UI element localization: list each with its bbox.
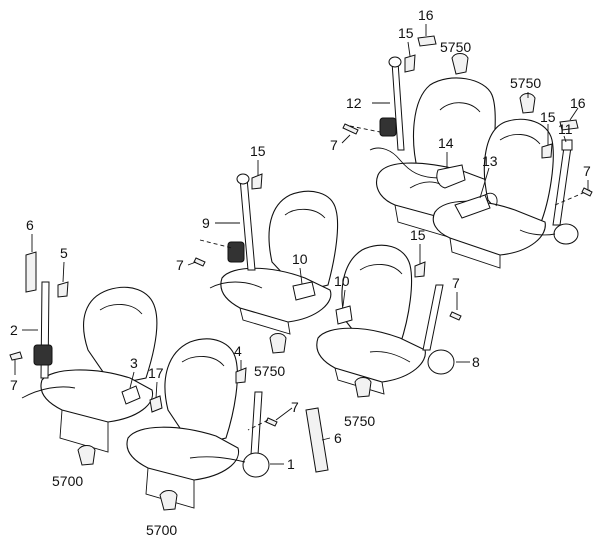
buckle-3 [121,385,141,405]
middle-right-seat-back [341,244,413,353]
label-16-right: 16 [570,95,586,111]
cover-15-mr [414,261,426,278]
cover-15-top [404,54,416,73]
front-right-seat-back [164,338,238,447]
buckle-14 [436,164,466,189]
front-right-seat-group [121,338,329,511]
label-7-a: 7 [330,137,338,153]
rear-right-seat-back [483,118,554,233]
anchor-5750-mr [354,377,372,398]
middle-seat-group [193,173,339,354]
buckle-17 [149,395,163,413]
cover-6-left [25,251,37,293]
label-6-left: 6 [26,217,34,233]
label-12: 12 [346,95,362,111]
bolt-7-a [342,123,359,135]
rear-seat-group [342,35,593,269]
front-left-seat-back [83,286,158,386]
cover-16-top [417,35,437,47]
label-2: 2 [10,322,18,338]
label-8: 8 [472,354,480,370]
retractor-2 [33,344,53,366]
leader-lines [14,24,589,465]
middle-right-seat-cushion [316,327,426,383]
label-16-top: 16 [418,7,434,23]
label-15-mr: 15 [410,227,426,243]
label-5750-top: 5750 [440,39,471,55]
cover-6-front [305,407,329,473]
label-6-front: 6 [334,430,342,446]
anchor-5750-right [519,93,536,114]
cover-4 [235,367,247,384]
belt-8-webbing [422,284,444,351]
label-15-mid: 15 [250,143,266,159]
label-9: 9 [202,215,210,231]
label-7-left: 7 [10,377,18,393]
label-5: 5 [60,245,68,261]
front-left-seat-cushion [40,369,154,423]
label-5750-right: 5750 [510,75,541,91]
anchor-5750-top [451,53,469,75]
label-15-top: 15 [398,25,414,41]
bolt-7-front [265,417,278,427]
label-1: 1 [287,456,295,472]
retractor-1 [242,452,270,478]
label-5750-mr: 5750 [344,413,375,429]
label-5700-left: 5700 [52,473,83,489]
cover-16-right [559,119,579,131]
retractor-9 [227,241,245,263]
middle-right-seat-group [316,244,462,398]
bolt-7-right [581,187,593,197]
label-13: 13 [482,153,498,169]
buckle-10-mid [292,281,316,301]
label-7-b: 7 [176,257,184,273]
buckle-10-mr [335,305,353,325]
belt-12-webbing [391,61,405,151]
label-17: 17 [148,365,164,381]
label-14: 14 [438,135,454,151]
callout-labels: 16 15 5750 12 5750 16 15 11 7 14 13 7 15… [10,7,591,538]
label-10-mr: 10 [334,273,350,289]
anchor-5700-bottom [159,490,178,511]
buckle-13 [454,194,491,219]
retractor-11 [553,223,579,245]
bolt-7-b [193,257,206,267]
anchor-5750-mid [269,333,287,354]
bolt-7-mr [449,311,462,321]
cover-15-mid [251,173,263,190]
label-4: 4 [234,343,242,359]
label-11: 11 [558,121,573,137]
cover-15-right [541,143,553,159]
label-3: 3 [130,355,138,371]
bolt-7-left [9,351,23,361]
label-10-mid: 10 [292,251,308,267]
label-5700-bottom: 5700 [146,522,177,538]
middle-seat-back [268,190,339,293]
belt-11-webbing [552,139,573,226]
anchor-5700-left [77,445,96,466]
cover-5 [57,281,69,298]
label-7-right: 7 [583,163,591,179]
front-right-seat-cushion [126,426,240,481]
retractor-12 [379,117,397,137]
front-left-seat-group [9,251,158,466]
retractor-8 [427,349,455,375]
label-7-front: 7 [291,399,299,415]
label-5750-mid: 5750 [254,363,285,379]
label-15-right: 15 [540,109,556,125]
label-7-mr: 7 [452,275,460,291]
